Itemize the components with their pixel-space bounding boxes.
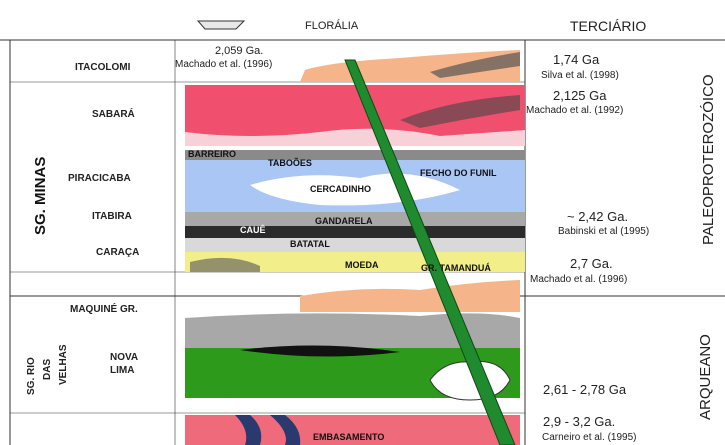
ref-3: Babinski et al (1995): [558, 226, 649, 237]
caraca-label: CARAÇA: [96, 247, 139, 258]
itabira-label: ITABIRA: [92, 211, 132, 222]
sg-rio-label-1: SG. RIO: [26, 357, 37, 395]
age-4: 2,7 Ga.: [570, 256, 613, 271]
piracicaba-label: PIRACICABA: [68, 173, 131, 184]
batatal-layer: [185, 238, 525, 252]
barreiro-label: BARREIRO: [188, 149, 236, 159]
maquine-layer: [300, 280, 520, 312]
age-5: 2,61 - 2,78 Ga: [543, 382, 627, 397]
floralia-label: FLORÁLIA: [305, 19, 359, 32]
caue-label: CAUÊ: [240, 224, 266, 235]
embasamento-label: EMBASAMENTO: [313, 432, 384, 442]
fecho-do-funil-label: FECHO DO FUNIL: [420, 168, 497, 178]
sg-rio-label-3: VELHAS: [58, 344, 69, 385]
caue-layer: [185, 226, 525, 238]
paleoproterozoico-label: PALEOPROTEROZÓICO: [700, 74, 717, 245]
sabara-label: SABARÁ: [92, 107, 135, 120]
sg-minas-label: SG. MINAS: [32, 157, 49, 235]
ref-6: Carneiro et al. (1995): [542, 432, 637, 443]
cercadinho-label: CERCADINHO: [310, 184, 371, 194]
ref-4: Machado et al. (1996): [530, 274, 627, 285]
itacolomi-ref: Machado et al. (1996): [175, 59, 272, 70]
terciario-label: TERCIÁRIO: [570, 18, 646, 34]
age-2: 2,125 Ga: [553, 88, 607, 103]
ref-1: Silva et al. (1998): [541, 70, 619, 81]
sg-rio-label-2: DAS: [42, 359, 53, 380]
itacolomi-label: ITACOLOMI: [75, 62, 131, 73]
age-3: ~ 2,42 Ga.: [567, 209, 628, 224]
itacolomi-age: 2,059 Ga.: [215, 45, 263, 57]
gandarela-label: GANDARELA: [315, 216, 373, 226]
nova-lima-label-2: LIMA: [110, 365, 134, 376]
nova-lima-label-1: NOVA: [110, 352, 138, 363]
gr-tamandua-label: GR. TAMANDUÁ: [421, 263, 491, 273]
maquine-label: MAQUINÉ GR.: [70, 302, 138, 315]
ref-2: Machado et al. (1992): [526, 105, 623, 116]
age-6: 2,9 - 3,2 Ga.: [543, 414, 615, 429]
batatal-label: BATATAL: [290, 239, 330, 249]
age-1: 1,74 Ga: [553, 52, 600, 67]
floralia-symbol: [198, 21, 244, 29]
moeda-label: MOEDA: [345, 260, 379, 270]
taboes-label: TABOÕES: [268, 158, 312, 168]
arqueano-label: ARQUEANO: [697, 334, 714, 420]
